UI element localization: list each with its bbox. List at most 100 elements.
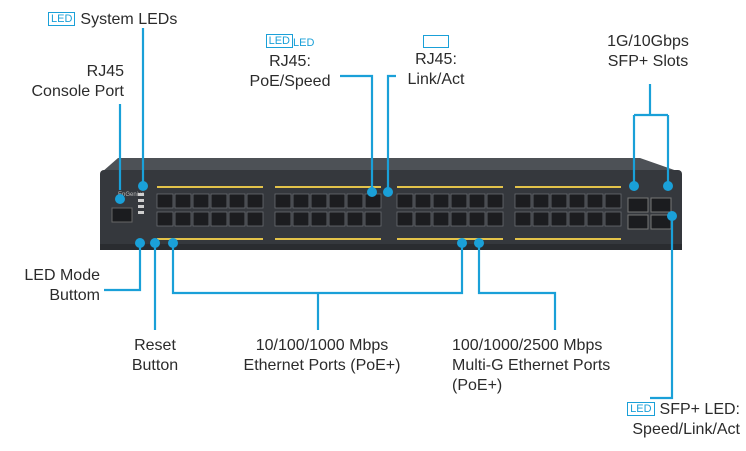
rj45-port [228,193,246,209]
dot-multig [474,238,484,248]
rj45-port [468,211,486,227]
dot-sfp-left [629,181,639,191]
console-port [111,207,133,223]
rj45-port [246,211,264,227]
rj45-port [450,193,468,209]
rj45-port [532,193,550,209]
rj45-port [396,211,414,227]
chassis-bottom-edge [100,244,682,250]
rj45-port [346,193,364,209]
rj45-port [156,193,174,209]
port-led-strip [157,238,263,240]
label-sfp-slots: 1G/10Gbps SFP+ Slots [607,33,689,70]
rj45-port [310,193,328,209]
sfp-slot [627,197,649,213]
rj45-port [292,211,310,227]
label-ethernet-ports: 10/100/1000 Mbps Ethernet Ports (PoE+) [243,337,401,374]
port-array [156,186,622,240]
sfp-slot-group [627,197,672,230]
led-tag: LED [265,34,293,48]
callout-link-act [386,74,396,190]
rj45-port [550,193,568,209]
port-led-strip [515,186,621,188]
callout-poe-speed [340,74,374,190]
rj45-port [210,193,228,209]
rj45-port [156,211,174,227]
rj45-port [174,211,192,227]
rj45-port [432,211,450,227]
rj45-port [274,193,292,209]
callout-sfp-slots [632,84,670,185]
rj45-port [468,193,486,209]
chassis-front [100,170,682,248]
rj45-port [310,211,328,227]
label-rj45-console: RJ45 Console Port [31,63,125,100]
chassis-top [102,158,680,172]
rj45-port [514,193,532,209]
rj45-port [328,211,346,227]
rj45-port [396,193,414,209]
port-led-strip [157,186,263,188]
callout-ethernet [171,243,464,330]
brand-text: EnGenius [118,192,144,198]
led-tag: LED [48,12,76,26]
port-led-strip [397,238,503,240]
rj45-port [432,193,450,209]
port-led-strip [515,238,621,240]
port-led-strip [275,238,381,240]
label-multig-ports: 100/1000/2500 Mbps Multi-G Ethernet Port… [452,337,611,394]
rj45-port [414,193,432,209]
callout-multig [477,243,557,330]
label-led-mode: LED Mode Buttom [24,267,100,304]
port-led-strip [397,186,503,188]
rj45-port [532,211,550,227]
rj45-port [514,211,532,227]
rj45-port [414,211,432,227]
dot-system-leds [138,181,148,191]
rj45-port [604,211,622,227]
dot-led-mode [135,238,145,248]
sfp-slot [650,197,672,213]
system-led-column [138,193,144,214]
empty-led-box-icon [423,35,449,48]
rj45-port [550,211,568,227]
label-rj45-link-act: RJ45: Link/Act [396,34,476,90]
dot-ethernet-end [457,238,467,248]
rj45-port [210,211,228,227]
rj45-port [486,193,504,209]
rj45-port [228,211,246,227]
led-tag: LED [627,402,655,416]
rj45-port [586,211,604,227]
rj45-port [292,193,310,209]
dot-console [115,194,125,204]
dot-reset [150,238,160,248]
callout-led-mode [104,243,142,292]
rj45-port [450,211,468,227]
rj45-port [568,211,586,227]
dot-ethernet [168,238,178,248]
rj45-port [328,193,346,209]
rj45-port [246,193,264,209]
sfp-slot [627,214,649,230]
dot-sfp-right [663,181,673,191]
rj45-port [568,193,586,209]
rj45-port [586,193,604,209]
rj45-port [486,211,504,227]
rj45-port [364,211,382,227]
port-led-strip [275,186,381,188]
dot-sfp-led [667,211,677,221]
dot-poe-speed [367,187,377,197]
rj45-port [346,211,364,227]
callout-sfp-led [650,218,674,400]
rj45-port [274,211,292,227]
rj45-port [174,193,192,209]
rj45-port [604,193,622,209]
label-reset: Reset Button [131,337,179,374]
dot-link-act [383,187,393,197]
rj45-port [192,211,210,227]
rj45-port [192,193,210,209]
